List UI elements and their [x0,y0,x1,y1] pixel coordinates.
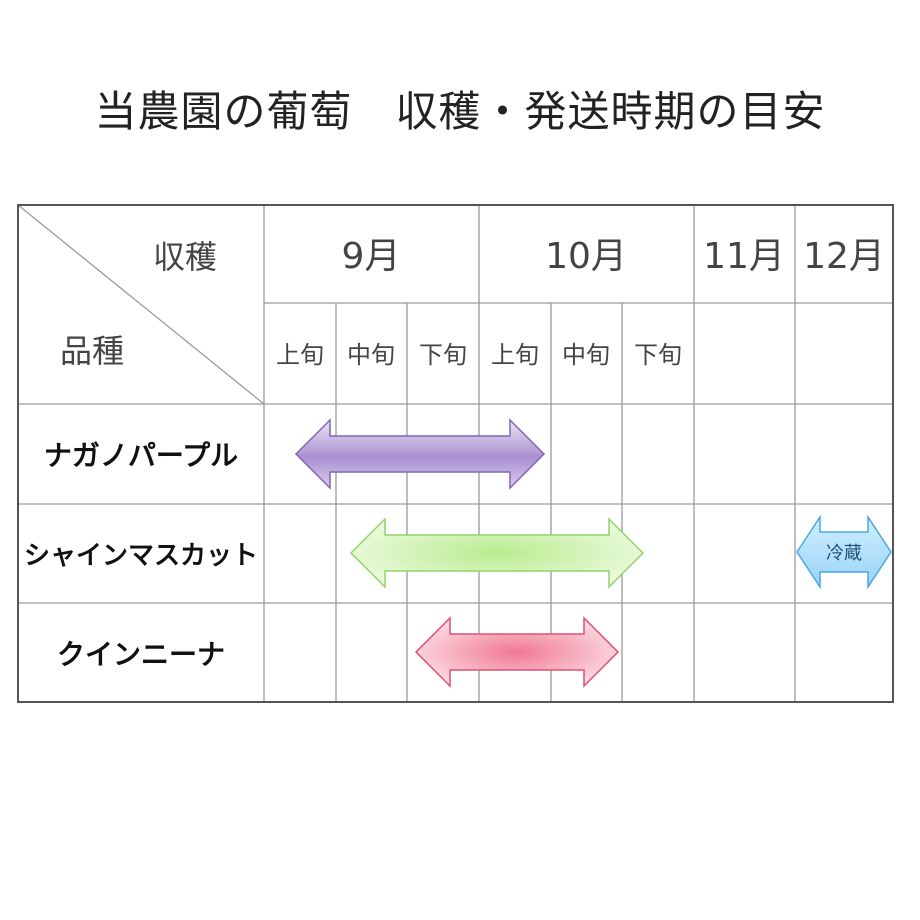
variety-name-nagano-purple: ナガノパープル [44,439,238,472]
month-header-oct: 10月 [545,236,627,277]
corner-variety-label: 品種 [60,332,124,370]
corner-harvest-label: 収穫 [153,238,217,276]
variety-name-queen-nina: クインニーナ [57,638,225,671]
cold-storage-arrow [796,514,892,590]
harvest-arrow-shine-muscat [349,517,645,589]
period-header: 中旬 [347,341,395,369]
period-header: 下旬 [634,341,682,369]
month-header-nov: 11月 [703,236,785,277]
month-header-sep: 9月 [342,236,401,277]
variety-name-shine-muscat: シャインマスカット [24,541,258,571]
period-header: 上旬 [276,341,324,369]
cold-storage-label: 冷蔵 [826,543,862,564]
month-header-dec: 12月 [803,236,885,277]
page-title: 当農園の葡萄 収穫・発送時期の目安 [94,87,826,136]
period-header: 下旬 [419,341,467,369]
period-header: 上旬 [491,341,539,369]
harvest-arrow-nagano-purple [294,418,546,490]
period-header: 中旬 [562,341,610,369]
harvest-arrow-queen-nina [414,616,620,688]
